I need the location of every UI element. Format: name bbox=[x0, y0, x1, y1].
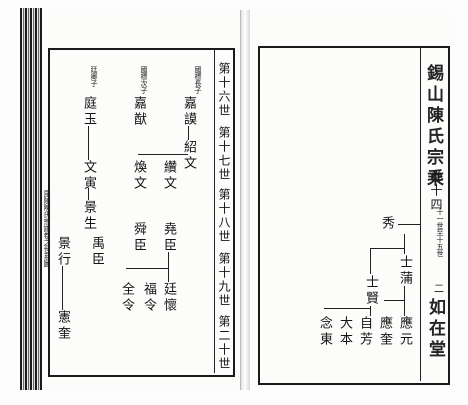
volume-label: 卷十四 bbox=[429, 170, 443, 212]
generation-column-divider bbox=[214, 50, 215, 373]
lineage-line bbox=[384, 300, 404, 301]
person-jiaxian-note: 國標次子 bbox=[140, 66, 148, 94]
title-column-divider bbox=[420, 48, 421, 381]
person-shixian: 士賢 bbox=[363, 275, 378, 307]
person-tingyu-note: 廷卿子 bbox=[90, 66, 98, 87]
generation-range-note: 十一世至十五世 bbox=[436, 208, 444, 257]
lineage-line bbox=[370, 306, 371, 316]
lineage-line bbox=[324, 308, 370, 309]
right-page-frame bbox=[258, 46, 450, 385]
lineage-line bbox=[88, 188, 89, 200]
side-title: 毘陵陳氏宗譜卷之世系圖 bbox=[43, 190, 51, 267]
person-fuling: 福令 bbox=[141, 282, 156, 314]
person-jingxing: 景行 bbox=[55, 236, 70, 268]
lineage-line bbox=[168, 252, 169, 282]
person-jiaxian: 嘉猷 bbox=[131, 96, 146, 128]
person-jiamo: 嘉謨 bbox=[181, 96, 196, 128]
person-yingkui: 應奎 bbox=[377, 316, 392, 348]
person-xiankui: 憲奎 bbox=[55, 310, 70, 342]
hall-name: 如在堂 bbox=[425, 298, 445, 361]
person-zifang: 自芳 bbox=[357, 316, 372, 348]
person-shaowen: 紹文 bbox=[181, 140, 196, 172]
lineage-line bbox=[370, 248, 404, 249]
generation-label-16: 第十六世 bbox=[217, 62, 231, 118]
generation-label-18: 第十八世 bbox=[217, 188, 231, 244]
person-tingyu: 庭玉 bbox=[81, 96, 96, 128]
person-shipu: 士蒲 bbox=[397, 255, 412, 287]
generation-label-17: 第十七世 bbox=[217, 126, 231, 182]
person-tinghuai: 廷懷 bbox=[161, 282, 176, 314]
lineage-line bbox=[370, 248, 371, 274]
person-xiu: 秀 bbox=[379, 216, 394, 232]
person-quanling: 全令 bbox=[119, 282, 134, 314]
lineage-line bbox=[398, 224, 420, 225]
lineage-line bbox=[88, 126, 89, 160]
person-zuanwen: 纘文 bbox=[161, 160, 176, 192]
lineage-line bbox=[188, 126, 189, 140]
person-jiamo-note: 國標長子 bbox=[194, 66, 202, 94]
right-page: 錫山陳氏宗乘 卷十四 十一世至十五世 如在堂 二 秀 士蒲 士賢 應元 應奎 自… bbox=[250, 10, 455, 390]
lineage-line bbox=[138, 154, 188, 155]
left-page-frame bbox=[48, 48, 235, 377]
book-fore-edge bbox=[20, 8, 42, 390]
book-title: 錫山陳氏宗乘 bbox=[423, 64, 443, 190]
left-page: 第十六世 第十七世 第十八世 第十九世 第二十世 毘陵陳氏宗譜卷之世系圖 國標長… bbox=[42, 10, 241, 390]
page-number: 二 bbox=[434, 284, 444, 295]
person-yuchen: 禹臣 bbox=[89, 236, 104, 268]
person-yingyuan: 應元 bbox=[397, 316, 412, 348]
lineage-line bbox=[62, 266, 63, 310]
person-wenyin: 文寅 bbox=[81, 160, 96, 192]
lineage-line bbox=[404, 286, 405, 316]
lineage-line bbox=[126, 268, 168, 269]
person-daben: 大本 bbox=[337, 316, 352, 348]
person-huanwen: 煥文 bbox=[131, 160, 146, 192]
generation-label-19: 第十九世 bbox=[217, 252, 231, 308]
lineage-line bbox=[404, 234, 405, 254]
person-jingsheng: 景生 bbox=[81, 200, 96, 232]
generation-label-20: 第二十世 bbox=[217, 315, 231, 371]
person-yaochen: 堯臣 bbox=[161, 222, 176, 254]
book-gutter bbox=[240, 10, 250, 390]
person-shunchen: 舜臣 bbox=[131, 222, 146, 254]
person-niandong: 念東 bbox=[317, 316, 332, 348]
